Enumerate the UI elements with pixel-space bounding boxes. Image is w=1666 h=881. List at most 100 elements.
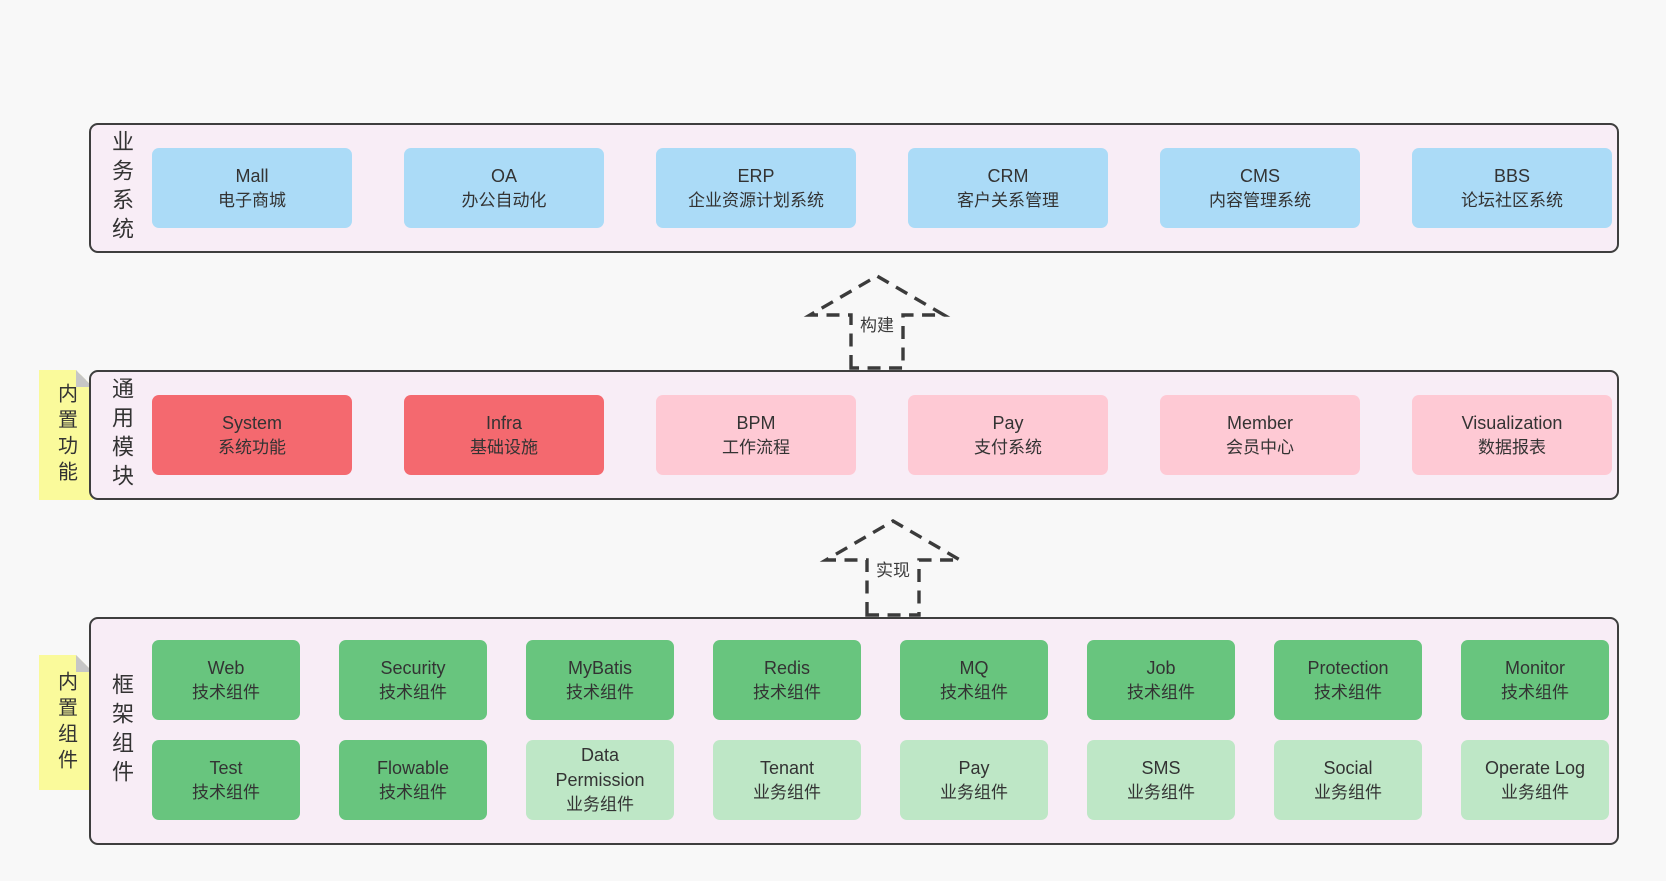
arrow-label: 构建 — [860, 316, 894, 335]
box-crm: CRM 客户关系管理 — [908, 148, 1108, 228]
box-name: Web — [207, 657, 245, 678]
box-oa: OA 办公自动化 — [404, 148, 604, 228]
box-data-permission: Data Permission 业务组件 — [526, 740, 674, 820]
box-subtitle: 支付系统 — [974, 437, 1042, 457]
box-name: OA — [490, 165, 517, 186]
box-subtitle: 业务组件 — [1314, 782, 1382, 802]
box-name: SMS — [1141, 757, 1181, 778]
box-social: Social 业务组件 — [1274, 740, 1422, 820]
box-visualization: Visualization 数据报表 — [1412, 395, 1612, 475]
box-name: BBS — [1493, 165, 1531, 186]
box-name: Data Permission — [555, 745, 645, 790]
section-label: 通用模块 — [109, 377, 134, 493]
box-pay: Pay 支付系统 — [908, 395, 1108, 475]
box-mybatis: MyBatis 技术组件 — [526, 640, 674, 720]
box-mq: MQ 技术组件 — [900, 640, 1048, 720]
business-box-row: Mall 电子商城 OA 办公自动化 ERP 企业资源计划系统 CRM 客户关系… — [152, 148, 1612, 228]
box-subtitle: 业务组件 — [753, 782, 821, 802]
box-pay-biz: Pay 业务组件 — [900, 740, 1048, 820]
framework-box-row-2: Test 技术组件 Flowable 技术组件 Data Permission … — [152, 740, 1609, 820]
sticky-built-in-features: 内置功能 — [39, 370, 93, 500]
box-subtitle: 技术组件 — [1127, 682, 1195, 702]
box-name: Visualization — [1461, 412, 1563, 433]
sticky-built-in-components: 内置组件 — [39, 655, 93, 790]
sticky-label: 内置组件 — [54, 670, 77, 775]
box-subtitle: 业务组件 — [940, 782, 1008, 802]
box-job: Job 技术组件 — [1087, 640, 1235, 720]
box-bpm: BPM 工作流程 — [656, 395, 856, 475]
box-name: Pay — [958, 757, 990, 778]
arrow-up-build-icon: 构建 — [803, 274, 951, 370]
box-cms: CMS 内容管理系统 — [1160, 148, 1360, 228]
box-subtitle: 办公自动化 — [461, 190, 547, 210]
box-protection: Protection 技术组件 — [1274, 640, 1422, 720]
box-name: Job — [1146, 657, 1176, 678]
box-subtitle: 企业资源计划系统 — [688, 190, 824, 210]
box-subtitle: 技术组件 — [566, 682, 634, 702]
box-name: Tenant — [759, 757, 815, 778]
box-sms: SMS 业务组件 — [1087, 740, 1235, 820]
box-mall: Mall 电子商城 — [152, 148, 352, 228]
box-name: Flowable — [376, 757, 450, 778]
box-flowable: Flowable 技术组件 — [339, 740, 487, 820]
box-subtitle: 电子商城 — [218, 190, 286, 210]
framework-box-row-1: Web 技术组件 Security 技术组件 MyBatis 技术组件 Redi… — [152, 640, 1609, 720]
box-subtitle: 系统功能 — [218, 437, 286, 457]
box-subtitle: 会员中心 — [1226, 437, 1294, 457]
box-test: Test 技术组件 — [152, 740, 300, 820]
box-subtitle: 技术组件 — [379, 782, 447, 802]
box-name: Monitor — [1504, 657, 1566, 678]
section-label: 业务系统 — [109, 130, 134, 246]
box-name: Social — [1323, 757, 1373, 778]
box-subtitle: 工作流程 — [722, 437, 790, 457]
box-subtitle: 业务组件 — [1127, 782, 1195, 802]
box-name: BPM — [736, 412, 776, 433]
box-subtitle: 论坛社区系统 — [1461, 190, 1563, 210]
box-system: System 系统功能 — [152, 395, 352, 475]
box-member: Member 会员中心 — [1160, 395, 1360, 475]
box-subtitle: 技术组件 — [192, 682, 260, 702]
box-subtitle: 客户关系管理 — [957, 190, 1059, 210]
box-subtitle: 内容管理系统 — [1209, 190, 1311, 210]
box-tenant: Tenant 业务组件 — [713, 740, 861, 820]
box-subtitle: 技术组件 — [192, 782, 260, 802]
box-subtitle: 数据报表 — [1478, 437, 1546, 457]
box-infra: Infra 基础设施 — [404, 395, 604, 475]
box-subtitle: 业务组件 — [1501, 782, 1569, 802]
box-name: Operate Log — [1484, 757, 1586, 778]
box-name: MyBatis — [567, 657, 632, 678]
box-name: System — [221, 412, 282, 433]
box-name: ERP — [737, 165, 775, 186]
box-subtitle: 技术组件 — [940, 682, 1008, 702]
box-name: Protection — [1307, 657, 1389, 678]
box-name: Test — [209, 757, 243, 778]
box-name: CMS — [1240, 165, 1280, 186]
arrow-label: 实现 — [876, 561, 910, 580]
section-common-modules: 通用模块 System 系统功能 Infra 基础设施 BPM 工作流程 Pay… — [89, 370, 1619, 500]
box-subtitle: 业务组件 — [566, 795, 634, 814]
box-name: Security — [380, 657, 446, 678]
box-operate-log: Operate Log 业务组件 — [1461, 740, 1609, 820]
arrow-up-implement-icon: 实现 — [819, 519, 967, 617]
box-name: Mall — [235, 165, 269, 186]
box-subtitle: 技术组件 — [753, 682, 821, 702]
box-subtitle: 技术组件 — [1501, 682, 1569, 702]
box-subtitle: 技术组件 — [379, 682, 447, 702]
box-web: Web 技术组件 — [152, 640, 300, 720]
box-erp: ERP 企业资源计划系统 — [656, 148, 856, 228]
modules-box-row: System 系统功能 Infra 基础设施 BPM 工作流程 Pay 支付系统… — [152, 395, 1612, 475]
section-framework-components: 框架组件 Web 技术组件 Security 技术组件 MyBatis 技术组件… — [89, 617, 1619, 845]
section-label: 框架组件 — [109, 673, 134, 789]
box-subtitle: 基础设施 — [470, 437, 538, 457]
box-redis: Redis 技术组件 — [713, 640, 861, 720]
box-name: Infra — [485, 412, 523, 433]
box-monitor: Monitor 技术组件 — [1461, 640, 1609, 720]
box-name: Redis — [763, 657, 811, 678]
box-name: Member — [1226, 412, 1293, 433]
sticky-label: 内置功能 — [54, 383, 77, 487]
box-name: MQ — [959, 657, 989, 678]
box-name: CRM — [987, 165, 1029, 186]
box-name: Pay — [992, 412, 1024, 433]
box-security: Security 技术组件 — [339, 640, 487, 720]
